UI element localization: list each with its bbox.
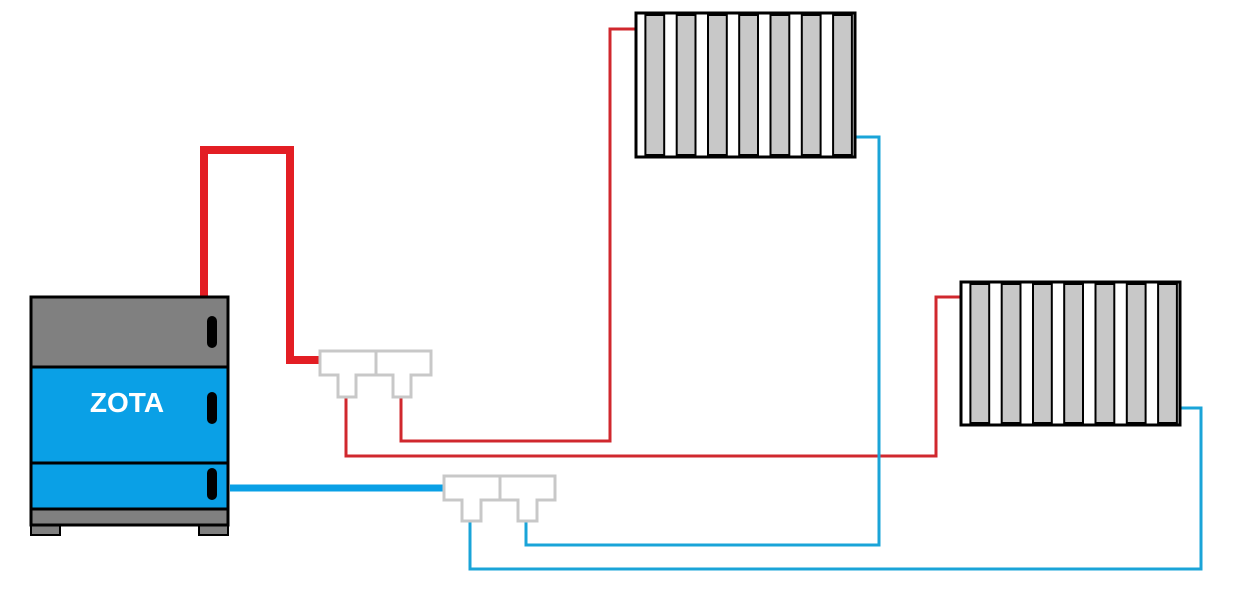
radiator-fins xyxy=(644,14,853,156)
boiler-handle xyxy=(207,316,217,348)
boiler-base xyxy=(29,507,230,527)
supply-branch-radiator-1 xyxy=(399,27,636,443)
boiler-brand-label: ZOTA xyxy=(90,387,164,418)
radiator-fin xyxy=(969,283,991,424)
radiator-fin xyxy=(675,14,697,156)
boiler-middle-panel xyxy=(29,365,230,465)
tee-fitting xyxy=(442,474,502,523)
radiator-fin xyxy=(1000,283,1022,424)
return-branch-radiator-2 xyxy=(468,406,1203,571)
radiator-fins xyxy=(969,283,1178,424)
radiator-2 xyxy=(959,280,1182,427)
supply-main-pipe xyxy=(200,146,320,364)
tee-fitting xyxy=(498,474,557,523)
boiler-lower-panel xyxy=(29,461,230,511)
tee-fitting xyxy=(318,349,378,399)
boiler-handle xyxy=(207,392,217,424)
boiler: ZOTA xyxy=(29,295,230,536)
radiator-fin xyxy=(1063,283,1084,424)
return-branch-radiator-1 xyxy=(524,135,881,547)
radiator-fin xyxy=(1157,283,1178,424)
supply-tee-fittings xyxy=(318,349,433,399)
radiator-fin xyxy=(1094,283,1116,424)
radiator-fin xyxy=(1125,283,1147,424)
return-tee-fittings xyxy=(442,474,557,523)
tee-fitting xyxy=(374,349,433,399)
radiator-fin xyxy=(707,14,728,156)
boiler-handle xyxy=(207,468,217,500)
radiator-fin xyxy=(644,14,666,156)
radiator-fin xyxy=(800,14,822,156)
radiator-fin xyxy=(832,14,853,156)
boiler-top-panel xyxy=(29,295,230,369)
radiator-fin xyxy=(769,14,791,156)
supply-branch-radiator-2 xyxy=(344,295,962,458)
radiator-fin xyxy=(1032,283,1053,424)
radiator-1 xyxy=(634,11,857,159)
radiator-fin xyxy=(738,14,760,156)
